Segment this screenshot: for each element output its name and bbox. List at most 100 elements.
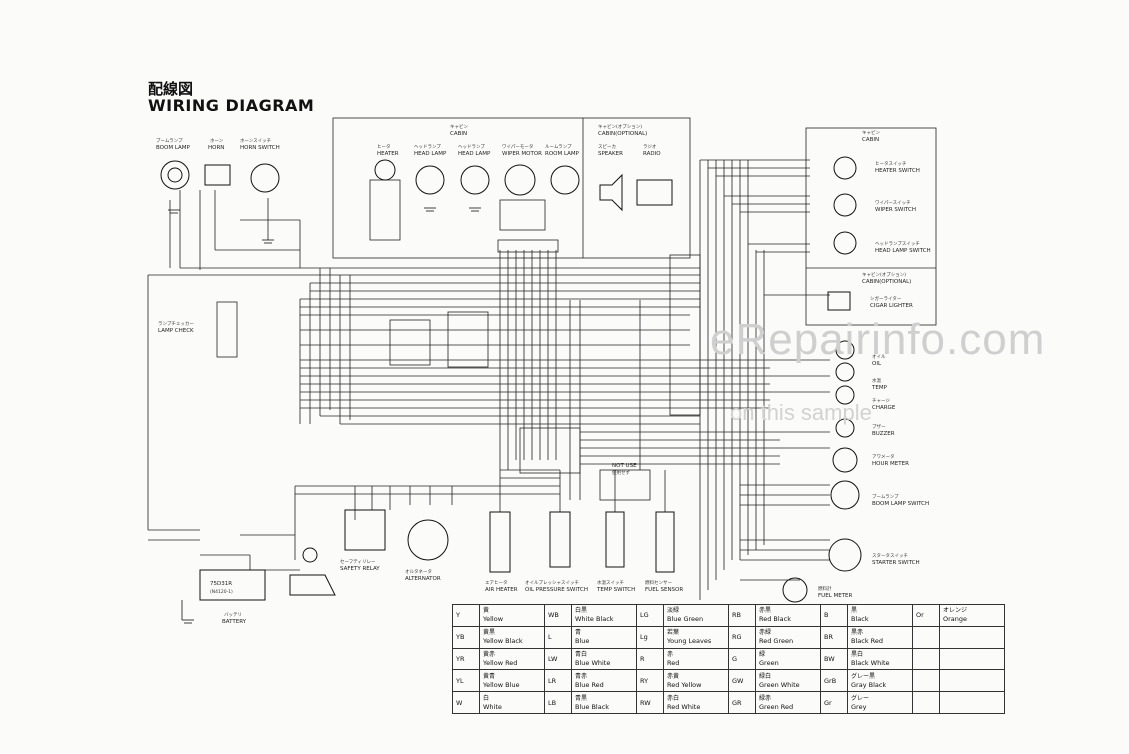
oil-symbol (835, 340, 855, 360)
legend-code: W (452, 691, 480, 714)
component-label: ルームランプ (545, 144, 572, 150)
horn-switch-symbol (250, 163, 280, 193)
starter-switch-symbol (828, 538, 862, 572)
legend-code: Gr (820, 691, 848, 714)
legend-code: RY (636, 669, 664, 693)
component-label: NOT USE (612, 463, 637, 469)
component-label: OIL (872, 361, 882, 367)
speaker-symbol (599, 173, 623, 212)
legend-color-en: Green White (759, 680, 800, 689)
head-lamp-1-symbol (415, 165, 445, 195)
legend-code: Lg (636, 625, 664, 649)
legend-code: BR (820, 625, 848, 649)
harness-bottom (148, 190, 666, 571)
component-label: ブザー (872, 423, 886, 430)
component-label: ワイパーモータ (502, 143, 533, 150)
legend-color (939, 669, 1005, 693)
component-label: CABIN(OPTIONAL) (862, 279, 911, 285)
component-label: バッテリ (224, 612, 242, 618)
legend-color-jp: 黒赤 (851, 629, 864, 637)
component-label: STARTER SWITCH (872, 560, 920, 566)
harness-horizontal (148, 267, 780, 495)
buzzer-symbol (835, 418, 855, 438)
legend-code: RW (636, 691, 664, 714)
legend-code: LR (544, 669, 572, 693)
legend-color-en: Red Yellow (667, 680, 702, 689)
temp-switch-symbol (605, 511, 625, 568)
legend-code: L (544, 625, 572, 649)
legend-color-jp: 青黒 (575, 694, 588, 702)
legend-code: Y (452, 604, 480, 627)
legend-color-en: Yellow Blue (483, 680, 520, 689)
legend-code: BW (820, 647, 848, 671)
lamp-check-block (216, 301, 238, 358)
legend-color-en: Red Black (759, 615, 792, 624)
legend-code: RG (728, 625, 756, 649)
boom-lamp-symbol (160, 160, 190, 190)
title-jp: 配線図 (148, 80, 194, 98)
legend-color (939, 647, 1005, 671)
component-label: ヘッドランプ (414, 144, 441, 150)
horn-symbol (204, 164, 231, 186)
component-label: CABIN(OPTIONAL) (598, 131, 647, 137)
head-lamp-switch-symbol (833, 231, 857, 255)
air-heater-symbol (489, 511, 511, 573)
component-label: ラジオ (643, 144, 657, 150)
component-label: FUEL SENSOR (645, 587, 683, 593)
component-label: アワメータ (872, 453, 895, 460)
component-label: キャビン (862, 129, 880, 136)
boom-lamp-switch-symbol (830, 480, 860, 510)
component-label: HEATER (377, 151, 399, 157)
watermark-note: on this sample (730, 400, 872, 425)
legend-color-en: Black White (851, 658, 890, 667)
fuel-meter-symbol (782, 577, 808, 603)
charge-symbol (835, 385, 855, 405)
hour-meter-symbol (832, 447, 858, 473)
fuel-sensor-symbol (655, 511, 675, 573)
component-label: 水温 (872, 377, 881, 384)
component-label: HEAD LAMP (414, 151, 447, 157)
legend-color (939, 625, 1005, 649)
component-label: キャビン (450, 123, 468, 130)
component-label: スピーカ (598, 144, 616, 150)
head-lamp-2-symbol (460, 165, 490, 195)
wiper-motor-symbol (504, 164, 536, 196)
legend-code: B (820, 604, 848, 627)
component-label: キャビン(オプション) (598, 123, 642, 130)
heater-symbol (374, 159, 396, 181)
radio-symbol (636, 179, 673, 206)
component-label: HEATER SWITCH (875, 168, 920, 174)
legend-color-en: Blue (575, 637, 590, 646)
component-label: 燃料センサー (645, 579, 672, 586)
legend-code: RB (728, 604, 756, 627)
legend-code: G (728, 647, 756, 671)
component-label: (N4120-1) (210, 589, 233, 595)
oil-pressure-switch-symbol (549, 511, 571, 568)
component-label: エアヒータ (485, 579, 508, 586)
component-label: HEAD LAMP SWITCH (875, 248, 931, 254)
starter-motor-symbol (289, 574, 336, 596)
legend-code: YB (452, 625, 480, 649)
wiper-switch-symbol (833, 193, 857, 217)
legend-code: YL (452, 669, 480, 693)
component-label: TEMP (871, 385, 888, 391)
component-label: FUEL METER (818, 593, 853, 599)
component-label: ヒータスイッチ (875, 160, 907, 167)
legend-code: LW (544, 647, 572, 671)
